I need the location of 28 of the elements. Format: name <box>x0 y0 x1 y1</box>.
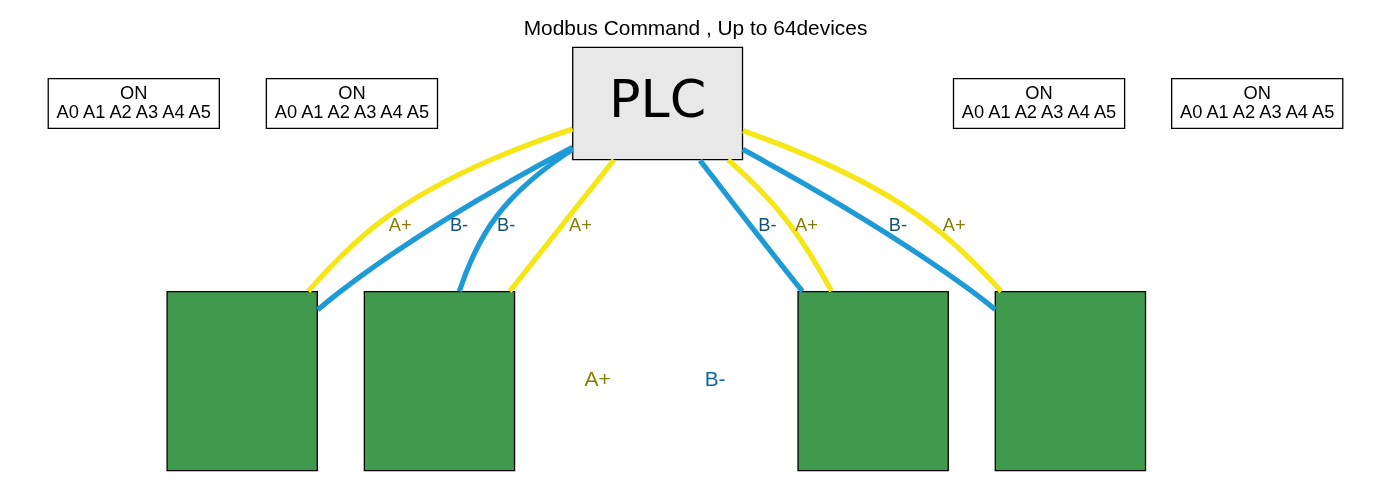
connector <box>697 158 805 294</box>
label: B- <box>704 367 726 391</box>
connector <box>742 128 1004 294</box>
connector <box>316 145 574 312</box>
edge-label: B- <box>758 213 777 235</box>
connector <box>726 157 834 293</box>
connector <box>741 147 997 312</box>
edge-label: B- <box>888 213 908 235</box>
connector <box>456 147 575 293</box>
node-box <box>363 291 516 472</box>
node-box: ON A0 A1 A2 A3 A4 A5 <box>47 78 220 129</box>
connector <box>507 158 617 293</box>
node-box <box>797 291 949 472</box>
diagram-title: Modbus Command , Up to 64devices <box>523 16 868 40</box>
node-box <box>994 291 1147 472</box>
node-box: ON A0 A1 A2 A3 A4 A5 <box>265 78 439 129</box>
edge-label: A+ <box>795 213 818 235</box>
label: A+ <box>584 367 611 391</box>
node-box: ON A0 A1 A2 A3 A4 A5 <box>952 78 1126 129</box>
node-box: ON A0 A1 A2 A3 A4 A5 <box>1171 78 1344 129</box>
connector <box>306 126 574 294</box>
edge-label: A+ <box>388 213 412 235</box>
edge-label: A+ <box>569 213 592 235</box>
node-box <box>166 291 318 472</box>
edge-label: B- <box>449 213 469 235</box>
edge-label: A+ <box>942 213 966 235</box>
edge-label: B- <box>496 213 516 235</box>
node-box: PLC <box>572 46 744 161</box>
